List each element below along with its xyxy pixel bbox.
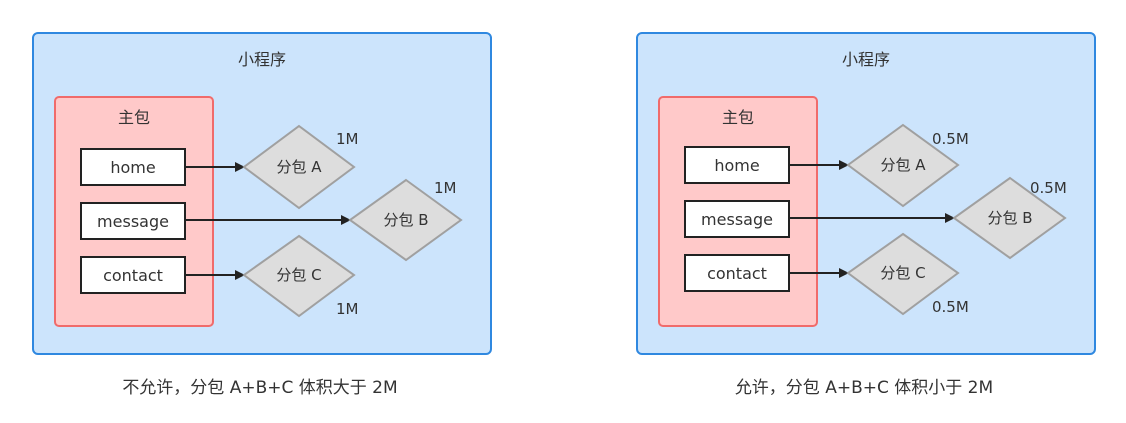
subpackage-a-size: 0.5M (932, 130, 969, 148)
caption: 允许，分包 A+B+C 体积小于 2M (734, 378, 994, 398)
subpackage-b-size: 0.5M (1030, 179, 1067, 197)
miniprogram-title: 小程序 (237, 50, 286, 69)
subpackage-c-size: 1M (336, 300, 359, 318)
subpackage-c-size: 0.5M (932, 298, 969, 316)
main-package-title: 主包 (721, 108, 754, 127)
subpackage-a-label: 分包 A (880, 156, 926, 174)
subpackage-c-diamond (242, 234, 356, 318)
page-contact: contact (684, 254, 790, 292)
page-message: message (80, 202, 186, 240)
subpackage-c-diamond (846, 232, 960, 316)
subpackage-c-label: 分包 C (276, 266, 322, 284)
caption: 不允许，分包 A+B+C 体积大于 2M (122, 378, 398, 398)
page-home: home (684, 146, 790, 184)
connections (186, 124, 463, 318)
subpackage-b-diamond (952, 176, 1067, 260)
subpackage-a-diamond (846, 123, 960, 208)
connections (790, 123, 1067, 316)
page-home: home (80, 148, 186, 186)
miniprogram-title: 小程序 (841, 50, 890, 69)
subpackage-b-diamond (348, 178, 463, 262)
diagram-not-allowed: 小程序 主包 home message contact 分包 A 分包 B 分包… (0, 0, 520, 423)
diagram-allowed: 小程序 主包 home message contact 分包 A 分包 B 分包… (604, 0, 1124, 423)
page-contact: contact (80, 256, 186, 294)
subpackage-b-label: 分包 B (987, 209, 1033, 227)
subpackage-b-size: 1M (434, 179, 457, 197)
page-message: message (684, 200, 790, 238)
subpackage-a-diamond (242, 124, 356, 210)
subpackage-a-size: 1M (336, 130, 359, 148)
main-package-title: 主包 (117, 108, 150, 127)
subpackage-b-label: 分包 B (383, 211, 429, 229)
subpackage-a-label: 分包 A (276, 158, 322, 176)
subpackage-c-label: 分包 C (880, 264, 926, 282)
